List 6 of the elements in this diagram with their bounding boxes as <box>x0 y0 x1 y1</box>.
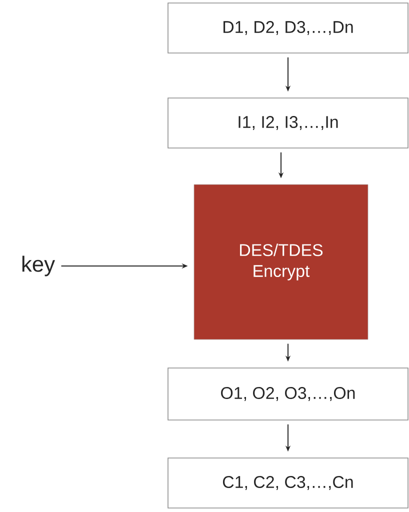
sequence-box: I1, I2, I3,…,In <box>168 98 408 148</box>
sequence-box: O1, O2, O3,…,On <box>168 368 408 420</box>
encrypt-box: DES/TDES Encrypt <box>194 184 368 340</box>
sequence-box: D1, D2, D3,…,Dn <box>168 2 408 54</box>
key-label: key <box>22 256 56 276</box>
sequence-box: C1, C2, C3,…,Cn <box>168 458 408 508</box>
